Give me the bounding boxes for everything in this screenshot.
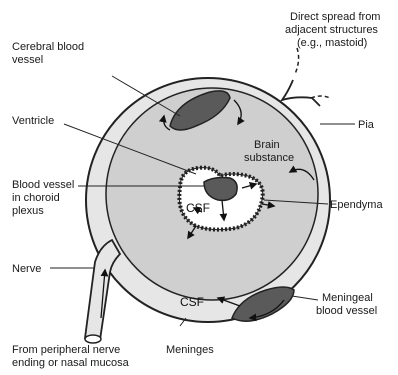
label-ependyma: Ependyma xyxy=(330,199,383,211)
label-nerve: Nerve xyxy=(12,263,41,275)
nerve-tube xyxy=(85,240,120,340)
label-brain-substance-1: Brain xyxy=(254,139,280,151)
label-cerebral-vessel-1: Cerebral blood xyxy=(12,41,84,53)
label-csf-outer: CSF xyxy=(180,295,204,309)
label-meningeal-vessel-1: Meningeal xyxy=(322,292,373,304)
label-peripheral-nerve-1: From peripheral nerve xyxy=(12,344,120,356)
label-choroid-vessel-1: Blood vessel xyxy=(12,179,74,191)
label-pia: Pia xyxy=(358,119,375,131)
nerve-ending xyxy=(85,335,101,343)
label-csf-inner: CSF xyxy=(186,201,210,215)
label-direct-spread-1: Direct spread from xyxy=(290,11,380,23)
label-ventricle: Ventricle xyxy=(12,115,54,127)
label-peripheral-nerve-2: ending or nasal mucosa xyxy=(12,357,130,369)
mastoid-channel xyxy=(282,80,320,106)
label-meninges: Meninges xyxy=(166,344,214,356)
label-cerebral-vessel-2: vessel xyxy=(12,54,43,66)
label-direct-spread-3: (e.g., mastoid) xyxy=(297,37,367,49)
label-meningeal-vessel-2: blood vessel xyxy=(316,305,377,317)
label-choroid-vessel-2: in choroid xyxy=(12,192,60,204)
label-direct-spread-2: adjacent structures xyxy=(285,24,378,36)
label-choroid-vessel-3: plexus xyxy=(12,205,44,217)
label-brain-substance-2: substance xyxy=(244,152,294,164)
